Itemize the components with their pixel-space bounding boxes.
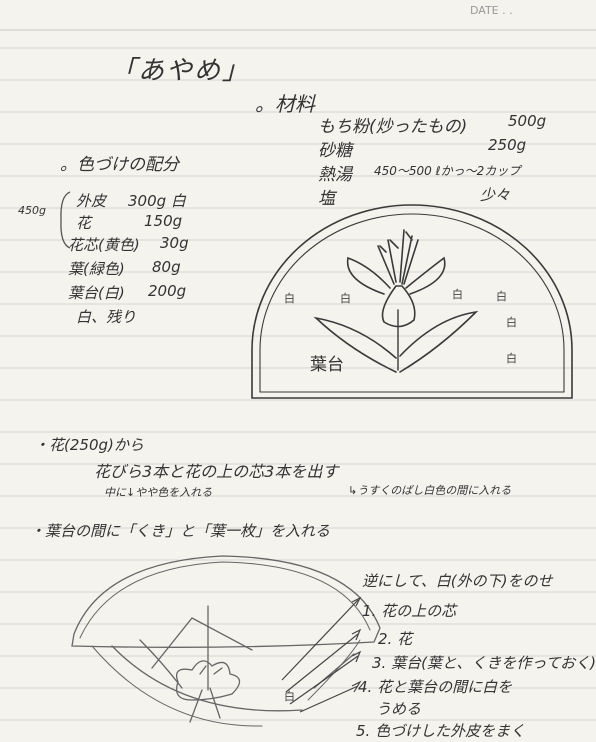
white-label: 白 bbox=[284, 291, 295, 305]
instruction-center-note: 中に↓やや色を入れる bbox=[104, 486, 213, 499]
coloring-item-name: 花芯(黄色) bbox=[68, 236, 140, 254]
steps-header: 逆にして、白(外の下)をのせ bbox=[362, 572, 553, 590]
ingredients-heading: 。材料 bbox=[255, 92, 315, 116]
coloring-item-amount: 200g bbox=[148, 282, 187, 300]
ingredient-name: 塩 bbox=[318, 189, 335, 209]
page-header: DATE . . bbox=[470, 4, 513, 17]
coloring-bracket bbox=[60, 191, 71, 249]
coloring-item-name: 花 bbox=[76, 214, 92, 232]
ingredient-name: 熱湯 bbox=[318, 165, 352, 185]
step-item: 2. 花 bbox=[378, 630, 413, 648]
white-label: 白 bbox=[284, 689, 295, 703]
instruction-flower: ・花(250g)から bbox=[34, 436, 144, 454]
step-item: 3. 葉台(葉と、くきを作っておく) bbox=[372, 654, 596, 672]
ingredient-name: 砂糖 bbox=[318, 141, 352, 161]
instruction-light-note: ↳うすくのばし白色の間に入れる bbox=[348, 484, 512, 497]
ingredient-amount: 500g bbox=[508, 112, 547, 130]
white-label: 白 bbox=[452, 287, 463, 301]
white-label: 白 bbox=[506, 315, 517, 329]
instruction-flower-detail: 花びら3本と花の上の芯3本を出す bbox=[94, 462, 339, 481]
coloring-heading: 。色づけの配分 bbox=[60, 155, 179, 175]
white-label: 白 bbox=[340, 291, 351, 305]
ingredient-amount: 450～500 ℓかっ～2カップ bbox=[374, 164, 521, 178]
step-item: 5. 色づけした外皮をまく bbox=[356, 722, 526, 740]
coloring-item-name: 葉(緑色) bbox=[68, 260, 125, 278]
coloring-item-amount: 300g 白 bbox=[128, 192, 186, 210]
step-arrows bbox=[281, 596, 362, 713]
ingredient-name: もち粉(炒ったもの) bbox=[318, 117, 468, 137]
ingredient-amount: 少々 bbox=[480, 186, 511, 204]
diagram-assembly: 白 bbox=[71, 555, 381, 727]
step-item: 4. 花と葉台の間に白を bbox=[358, 678, 513, 696]
leaf-base-label: 葉台 bbox=[310, 355, 344, 375]
white-label: 白 bbox=[506, 351, 517, 365]
page-title: 「あやめ」 bbox=[110, 56, 251, 86]
coloring-item-name: 葉台(白) bbox=[68, 284, 125, 302]
coloring-item-name: 白、残り bbox=[76, 308, 137, 326]
coloring-total-note: 450g bbox=[18, 204, 46, 217]
coloring-item-amount: 30g bbox=[160, 234, 189, 252]
instruction-leaf-base: ・葉台の間に「くき」と「葉一枚」を入れる bbox=[30, 522, 331, 540]
coloring-item-amount: 150g bbox=[144, 212, 183, 230]
step-item: うめる bbox=[376, 700, 422, 718]
ingredient-amount: 250g bbox=[488, 136, 527, 154]
coloring-item-amount: 80g bbox=[152, 258, 181, 276]
diagram-top-sweet: 白 白 白 白 白 白 葉台 bbox=[251, 204, 573, 399]
step-item: 1. 花の上の芯 bbox=[362, 602, 457, 620]
white-label: 白 bbox=[496, 289, 507, 303]
coloring-item-name: 外皮 bbox=[76, 192, 107, 210]
